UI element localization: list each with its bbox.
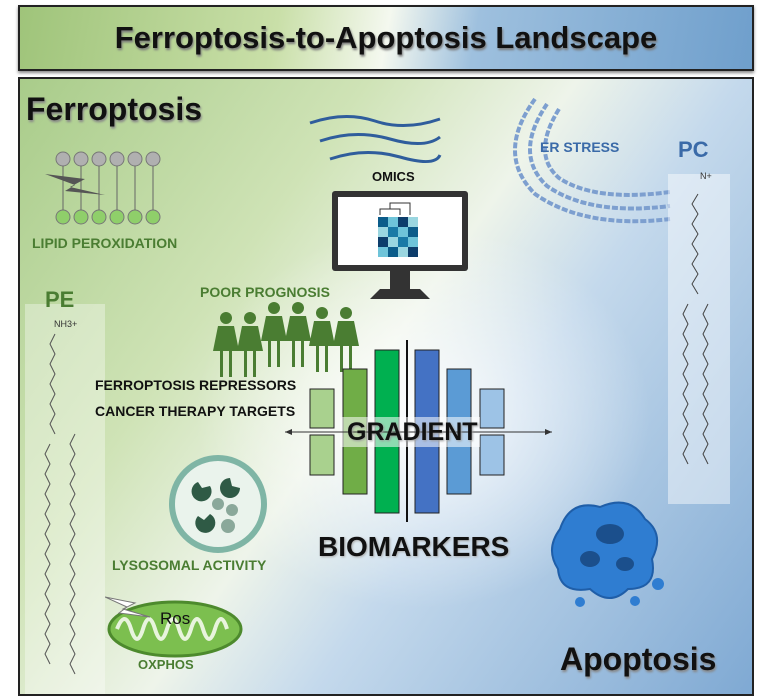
- lysosomal-activity-label: LYSOSOMAL ACTIVITY: [112, 557, 267, 573]
- ferroptosis-repressors-label: FERROPTOSIS REPRESSORS: [95, 377, 297, 393]
- page-title: Ferroptosis-to-Apoptosis Landscape: [114, 20, 658, 55]
- mitochondrion-icon: [105, 596, 243, 658]
- ros-label: Ros: [160, 609, 191, 628]
- pe-molecule-panel: [25, 304, 105, 694]
- bar-light-green-top: [309, 388, 335, 429]
- bar-light-green-bottom: [309, 434, 335, 476]
- gradient-bars-graphic: [285, 340, 552, 522]
- pc-label: PC: [678, 137, 709, 162]
- poor-prognosis-label: POOR PROGNOSIS: [200, 284, 330, 300]
- bar-light-blue-top: [479, 388, 505, 429]
- dna-icon: [309, 114, 442, 163]
- bar-light-blue-bottom: [479, 434, 505, 476]
- er-stress-label: ER STRESS: [540, 139, 620, 155]
- gradient-label: GRADIENT: [347, 418, 478, 446]
- oxphos-label: OXPHOS: [138, 657, 194, 672]
- lipid-peroxidation-label: LIPID PEROXIDATION: [32, 235, 178, 251]
- pc-molecule-panel: [668, 174, 730, 504]
- omics-label: OMICS: [372, 169, 415, 184]
- pe-molecule-structure-icon: [44, 333, 76, 675]
- pc-headgroup-label: N+: [700, 171, 712, 181]
- apoptosis-heading: Apoptosis: [560, 641, 717, 677]
- landscape-panel: Ferroptosis Apoptosis LIPID PEROXIDATION…: [18, 77, 754, 696]
- apoptotic-cell-icon: [551, 501, 664, 607]
- lysosome-icon: [169, 455, 267, 553]
- pc-molecule-structure-icon: [682, 193, 709, 465]
- pe-headgroup-label: NH3+: [54, 319, 78, 329]
- biomarkers-label: BIOMARKERS: [318, 531, 510, 562]
- patients-group-icon: [213, 302, 359, 377]
- endoplasmic-reticulum-icon: [513, 97, 671, 224]
- title-banner: Ferroptosis-to-Apoptosis Landscape: [18, 5, 754, 71]
- pe-label: PE: [45, 287, 75, 312]
- lipid-bilayer-icon: [45, 151, 161, 225]
- cancer-therapy-targets-label: CANCER THERAPY TARGETS: [95, 403, 296, 419]
- monitor-heatmap-icon: [332, 191, 468, 299]
- ferroptosis-heading: Ferroptosis: [26, 91, 203, 127]
